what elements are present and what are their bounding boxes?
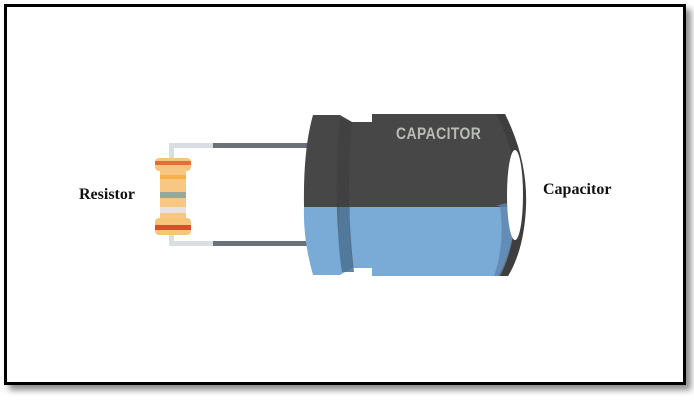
capacitor-top-lead [213, 143, 309, 148]
capacitor-bottom-lead [213, 241, 309, 246]
resistor-bottom-lead-light [169, 241, 213, 246]
resistor-label: Resistor [79, 186, 135, 203]
capacitor-label: Capacitor [543, 181, 612, 198]
capacitor-body-text: CAPACITOR [396, 124, 482, 143]
resistor-top-vertical-lead [169, 143, 174, 159]
resistor-top-lead-light [169, 143, 213, 148]
resistor-bottom-vertical-lead [169, 232, 174, 246]
